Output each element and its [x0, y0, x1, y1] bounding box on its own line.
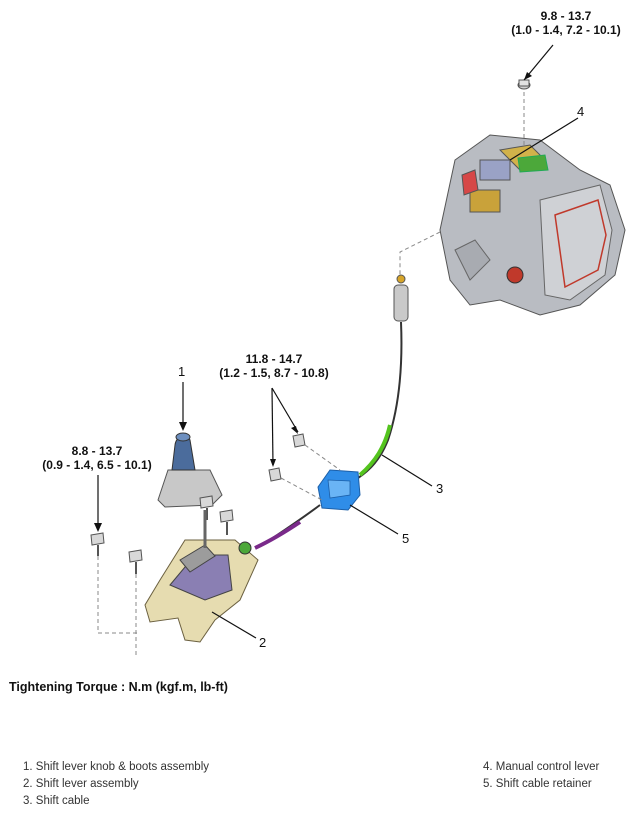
- top-nut: [517, 79, 531, 90]
- bracket-bolt-right: [128, 549, 143, 574]
- callout-3: 3: [436, 481, 444, 496]
- torque-units-heading: Tightening Torque : N.m (kgf.m, lb-ft): [9, 680, 228, 694]
- shift-cable-retainer: [317, 469, 361, 511]
- legend-right: 4. Manual control lever 5. Shift cable r…: [483, 759, 599, 793]
- manual-control-lever: [517, 154, 549, 173]
- middle-bolt-lower: [268, 467, 282, 482]
- torque-middle-alt: (1.2 - 1.5, 8.7 - 10.8): [219, 366, 329, 380]
- lever-bolt-b: [219, 509, 234, 535]
- legend-item: 4. Manual control lever: [483, 761, 600, 773]
- callout-4-leader: [509, 117, 579, 161]
- lever-bolt-a: [199, 495, 214, 520]
- legend-item: 3. Shift cable: [23, 795, 90, 807]
- callout-2: 2: [259, 635, 267, 650]
- torque-top: 9.8 - 13.7 (1.0 - 1.4, 7.2 - 10.1): [508, 9, 624, 37]
- shift-lever-assembly: [144, 510, 259, 643]
- torque-left-alt: (0.9 - 1.4, 6.5 - 10.1): [42, 458, 152, 472]
- transaxle-assembly: [439, 134, 626, 316]
- torque-top-alt: (1.0 - 1.4, 7.2 - 10.1): [511, 23, 621, 37]
- callout-1: 1: [178, 364, 186, 379]
- torque-left: 8.8 - 13.7 (0.9 - 1.4, 6.5 - 10.1): [36, 444, 158, 472]
- torque-middle: 11.8 - 14.7 (1.2 - 1.5, 8.7 - 10.8): [213, 352, 335, 380]
- legend-item: 5. Shift cable retainer: [483, 778, 592, 790]
- torque-top-nm: 9.8 - 13.7: [540, 9, 592, 23]
- callout-4: 4: [577, 104, 585, 119]
- legend-item: 1. Shift lever knob & boots assembly: [23, 761, 210, 773]
- middle-bolt-upper: [292, 433, 306, 448]
- legend-left: 1. Shift lever knob & boots assembly 2. …: [23, 759, 209, 810]
- legend-item: 2. Shift lever assembly: [23, 778, 139, 790]
- bracket-bolt-left: [90, 532, 105, 556]
- shift-cable: [254, 274, 409, 550]
- torque-left-nm: 8.8 - 13.7: [71, 444, 123, 458]
- callout-5: 5: [402, 531, 410, 546]
- torque-middle-nm: 11.8 - 14.7: [245, 352, 303, 366]
